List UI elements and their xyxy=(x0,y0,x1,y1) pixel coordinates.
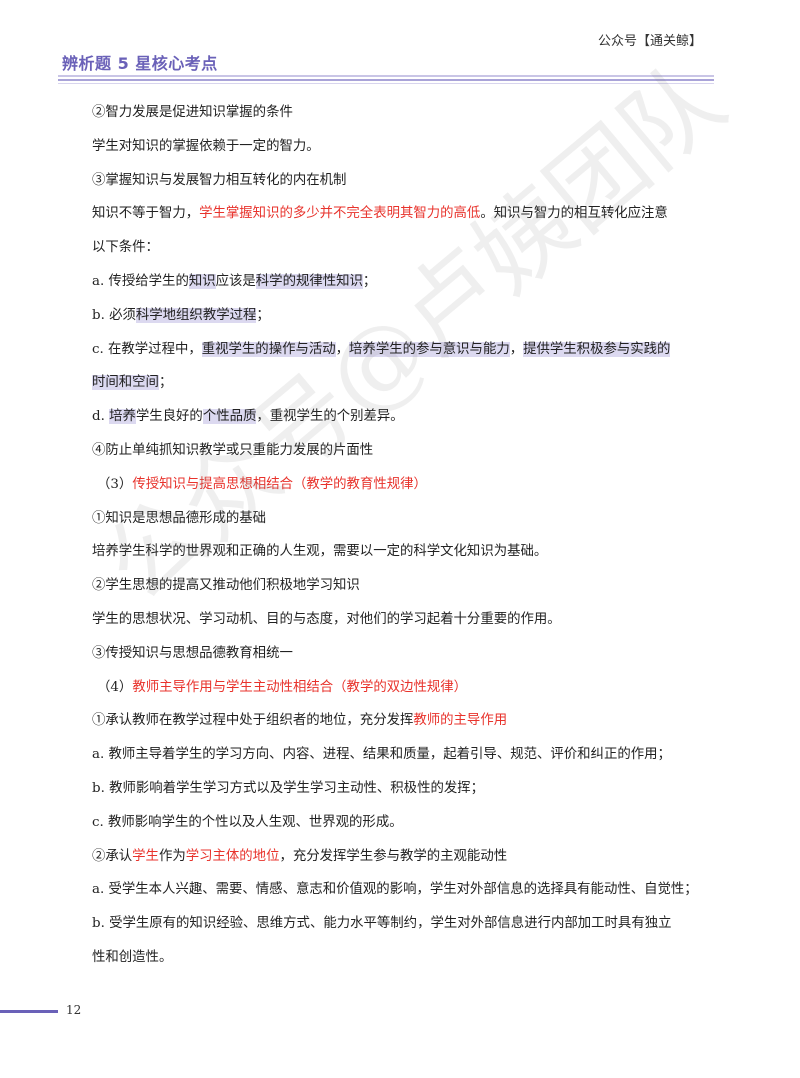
text-segment: 。知识与智力的相互转化应注意 xyxy=(480,206,668,222)
text-segment: 知识不等于智力， xyxy=(92,206,200,222)
document-body: ②智力发展是促进知识掌握的条件学生对知识的掌握依赖于一定的智力。 ③掌握知识与发展… xyxy=(92,96,724,975)
text-segment: c. 教师影响学生的个性以及人生观、世界观的形成。 xyxy=(92,814,403,830)
text-line: ②智力发展是促进知识掌握的条件 xyxy=(92,96,724,130)
emphasis-text: 学习主体的地位 xyxy=(185,848,280,864)
emphasis-text: 教师主导作用与学生主动性相结合（教学的双边性规律） xyxy=(132,679,468,695)
highlighted-text: 时间和空间 xyxy=(92,375,159,391)
highlighted-text: 重视学生的操作与活动 xyxy=(201,341,336,357)
text-line: 以下条件： xyxy=(92,231,724,265)
text-segment: b. 必须 xyxy=(92,307,136,323)
emphasis-text: 学生掌握知识的多少并不完全表明其智力的高低 xyxy=(199,206,481,222)
text-line: ③掌握知识与发展智力相互转化的内在机制 xyxy=(92,164,724,198)
text-segment: 以下条件： xyxy=(92,240,159,256)
text-line: 学生的思想状况、学习动机、目的与态度，对他们的学习起着十分重要的作用。 xyxy=(92,603,724,637)
text-line: ①知识是思想品德形成的基础 xyxy=(92,502,724,536)
text-segment: ①知识是思想品德形成的基础 xyxy=(92,510,267,526)
text-line: c. 教师影响学生的个性以及人生观、世界观的形成。 xyxy=(92,806,724,840)
text-segment: 性和创造性。 xyxy=(92,949,173,965)
header-title: 辨析题 5 星核心考点 xyxy=(62,54,218,73)
text-segment: （3） xyxy=(97,476,133,492)
text-line: ①承认教师在教学过程中处于组织者的地位，充分发挥教师的主导作用 xyxy=(92,704,724,738)
highlighted-text: 科学的规律性知识 xyxy=(255,273,363,289)
text-segment: ； xyxy=(256,307,270,323)
text-segment: d. xyxy=(92,409,110,425)
text-line: a. 传授给学生的知识应该是科学的规律性知识； xyxy=(92,265,724,299)
text-line: ②承认学生作为学习主体的地位，充分发挥学生参与教学的主观能动性 xyxy=(92,840,724,874)
text-segment: a. 受学生本人兴趣、需要、情感、意志和价值观的影响，学生对外部信息的选择具有能… xyxy=(92,882,698,898)
text-segment: b. 教师影响着学生学习方式以及学生学习主动性、积极性的发挥； xyxy=(92,780,485,796)
text-segment: ①承认教师在教学过程中处于组织者的地位，充分发挥 xyxy=(92,713,414,729)
highlighted-text: 培养 xyxy=(109,409,136,425)
text-line: （4）教师主导作用与学生主动性相结合（教学的双边性规律） xyxy=(92,671,724,705)
text-segment: 学生良好的 xyxy=(135,409,203,425)
text-segment: （4） xyxy=(97,679,133,695)
text-segment: a. 教师主导着学生的学习方向、内容、进程、结果和质量，起着引导、规范、评价和纠… xyxy=(92,747,671,763)
header-divider xyxy=(58,79,714,81)
text-segment: ③掌握知识与发展智力相互转化的内在机制 xyxy=(92,172,347,188)
text-line: 性和创造性。 xyxy=(92,941,724,975)
text-segment: ， xyxy=(335,341,350,357)
text-line: 学生对知识的掌握依赖于一定的智力。 xyxy=(92,130,724,164)
text-segment: ； xyxy=(158,375,173,391)
text-segment: a. 传授给学生的 xyxy=(92,273,189,289)
text-line: a. 教师主导着学生的学习方向、内容、进程、结果和质量，起着引导、规范、评价和纠… xyxy=(92,738,724,772)
emphasis-text: 教师的主导作用 xyxy=(413,713,508,729)
text-segment: 学生的思想状况、学习动机、目的与态度，对他们的学习起着十分重要的作用。 xyxy=(92,611,561,627)
text-line: ②学生思想的提高又推动他们积极地学习知识 xyxy=(92,569,724,603)
text-line: （3）传授知识与提高思想相结合（教学的教育性规律） xyxy=(92,468,724,502)
text-line: a. 受学生本人兴趣、需要、情感、意志和价值观的影响，学生对外部信息的选择具有能… xyxy=(92,873,724,907)
text-segment: ，充分发挥学生参与教学的主观能动性 xyxy=(279,848,508,864)
footer-accent-bar xyxy=(0,1010,58,1013)
highlighted-text: 提供学生积极参与实践的 xyxy=(523,341,671,357)
text-line: c. 在教学过程中，重视学生的操作与活动，培养学生的参与意识与能力，提供学生积极… xyxy=(92,333,724,367)
text-segment: ， xyxy=(509,341,524,357)
text-segment: ； xyxy=(362,273,377,289)
text-line: ④防止单纯抓知识教学或只重能力发展的片面性 xyxy=(92,434,724,468)
text-line: ③传授知识与思想品德教育相统一 xyxy=(92,637,724,671)
text-segment: 学生对知识的掌握依赖于一定的智力。 xyxy=(92,138,320,154)
text-segment: 培养学生科学的世界观和正确的人生观，需要以一定的科学文化知识为基础。 xyxy=(92,544,548,560)
text-line: b. 受学生原有的知识经验、思维方式、能力水平等制约，学生对外部信息进行内部加工… xyxy=(92,907,724,941)
highlighted-text: 知识 xyxy=(188,273,216,289)
text-line: 时间和空间； xyxy=(92,366,724,400)
text-segment: ，重视学生的个别差异。 xyxy=(256,409,404,425)
text-line: b. 必须科学地组织教学过程； xyxy=(92,299,724,333)
header-account-label: 公众号【通关鲸】 xyxy=(597,34,702,49)
text-line: 知识不等于智力，学生掌握知识的多少并不完全表明其智力的高低。知识与智力的相互转化… xyxy=(92,197,724,231)
text-segment: 应该是 xyxy=(215,273,256,289)
text-segment: ③传授知识与思想品德教育相统一 xyxy=(92,645,293,661)
text-line: b. 教师影响着学生学习方式以及学生学习主动性、积极性的发挥； xyxy=(92,772,724,806)
highlighted-text: 科学地组织教学过程 xyxy=(135,307,257,323)
text-line: 培养学生科学的世界观和正确的人生观，需要以一定的科学文化知识为基础。 xyxy=(92,535,724,569)
text-segment: 作为 xyxy=(158,848,186,864)
text-line: d. 培养学生良好的个性品质，重视学生的个别差异。 xyxy=(92,400,724,434)
emphasis-text: 学生 xyxy=(132,848,159,864)
highlighted-text: 个性品质 xyxy=(202,409,257,425)
highlighted-text: 培养学生的参与意识与能力 xyxy=(349,341,510,357)
header-divider xyxy=(58,83,714,84)
text-segment: b. 受学生原有的知识经验、思维方式、能力水平等制约，学生对外部信息进行内部加工… xyxy=(92,916,672,932)
emphasis-text: 传授知识与提高思想相结合（教学的教育性规律） xyxy=(132,476,427,492)
text-segment: ②学生思想的提高又推动他们积极地学习知识 xyxy=(92,578,360,594)
text-segment: ②承认 xyxy=(92,848,133,864)
text-segment: ②智力发展是促进知识掌握的条件 xyxy=(92,105,293,120)
page-number: 12 xyxy=(66,1003,82,1017)
text-segment: ④防止单纯抓知识教学或只重能力发展的片面性 xyxy=(92,442,374,458)
text-segment: c. 在教学过程中， xyxy=(92,341,202,357)
header-divider xyxy=(58,75,714,77)
